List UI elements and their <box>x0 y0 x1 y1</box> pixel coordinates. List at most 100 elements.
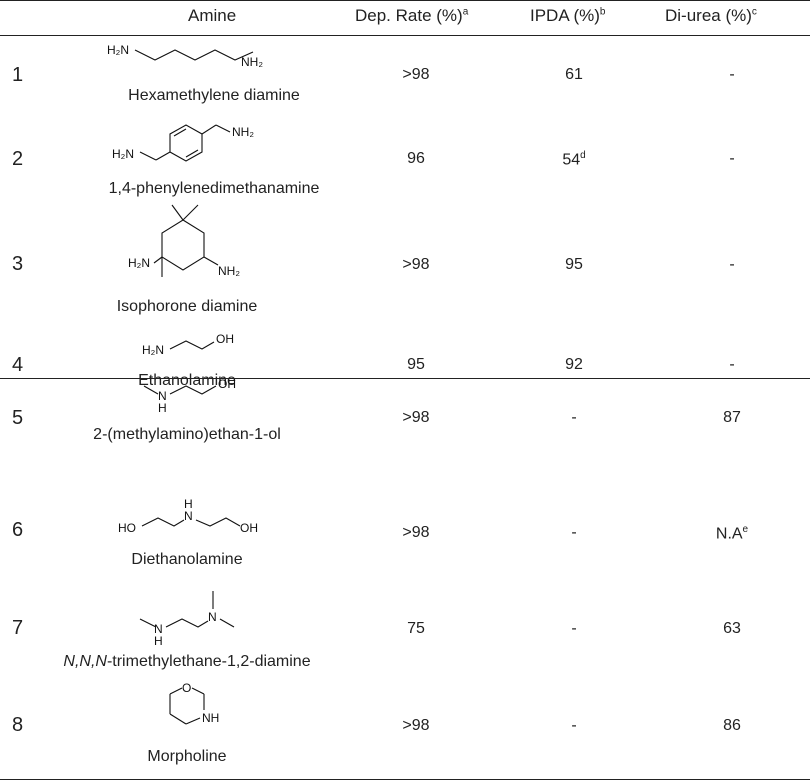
diurea-value: - <box>729 66 735 83</box>
top-rule <box>0 0 810 1</box>
row-index: 1 <box>12 64 24 86</box>
structure-bond <box>169 713 187 725</box>
amine-name: 1,4-phenylenedimethanamine <box>108 180 320 197</box>
structure-bond <box>155 151 171 161</box>
group-rule <box>0 378 810 379</box>
structure-bond <box>141 517 185 527</box>
methylaminoethanol-structure-icon: N H OH <box>143 377 236 415</box>
ipda-value: - <box>571 524 577 541</box>
structure-bond <box>173 128 187 137</box>
structure-label: H₂N <box>142 343 164 357</box>
ipda-value: - <box>571 717 577 734</box>
structure-label: H <box>154 634 163 648</box>
isophorone-diamine-structure-icon: H₂N NH₂ <box>128 204 240 278</box>
dep-rate-value: 95 <box>407 356 425 373</box>
structure-bond <box>191 687 205 695</box>
structure-label: H₂N <box>107 43 129 57</box>
row-index: 5 <box>12 407 24 429</box>
row-index: 7 <box>12 617 24 639</box>
structure-label: HO <box>118 521 136 535</box>
dep-rate-value: >98 <box>402 66 430 83</box>
structure-label: H <box>184 497 193 511</box>
ipda-value: 61 <box>565 66 583 83</box>
structure-label: N <box>158 389 167 403</box>
structure-label: H <box>158 401 167 415</box>
structure-label: H₂N <box>112 147 134 161</box>
structure-label: N <box>208 610 217 624</box>
phenylenedimethanamine-structure-icon: H₂N NH₂ <box>112 124 254 162</box>
ipda-value: 95 <box>565 256 583 273</box>
dep-rate-value: 75 <box>407 620 425 637</box>
structure-label: H₂N <box>128 256 150 270</box>
diurea-value: 87 <box>723 409 741 426</box>
structure-bond <box>203 256 219 266</box>
structure-bond <box>169 385 217 395</box>
diethanolamine-structure-icon: HO N H OH <box>118 497 258 535</box>
structure-label: OH <box>240 521 258 535</box>
structure-label: NH <box>202 711 219 725</box>
structure-label: NH₂ <box>241 55 263 69</box>
amine-name: Ethanolamine <box>138 372 236 389</box>
morpholine-structure-icon: O NH <box>169 681 219 725</box>
ipda-value: - <box>571 620 577 637</box>
diurea-value: - <box>729 256 735 273</box>
structure-bond <box>201 124 217 135</box>
ipda-value: - <box>571 409 577 426</box>
diurea-value: - <box>729 356 735 373</box>
amine-name: Hexamethylene diamine <box>128 87 300 104</box>
structure-bond <box>169 340 215 350</box>
structure-label: N <box>154 622 163 636</box>
dep-rate-value: >98 <box>402 409 430 426</box>
header-ipda: IPDA (%)b <box>530 6 606 25</box>
ethanolamine-structure-icon: H₂N OH <box>142 332 234 357</box>
structure-bond <box>169 687 183 695</box>
structure-bond <box>219 618 235 628</box>
amine-name: Diethanolamine <box>131 551 243 568</box>
ipda-value: 54d <box>562 150 586 169</box>
structure-label: NH₂ <box>232 125 254 139</box>
structure-bond <box>143 385 159 395</box>
row-index: 3 <box>12 253 24 275</box>
structure-bond <box>134 49 254 61</box>
header-diurea: Di-urea (%)c <box>665 6 757 25</box>
amine-name: Morpholine <box>147 748 227 765</box>
row-index: 6 <box>12 519 24 541</box>
row-index: 8 <box>12 714 24 736</box>
header-amine: Amine <box>188 6 237 25</box>
structure-bond <box>169 124 203 162</box>
diurea-value: - <box>729 150 735 167</box>
structure-label: NH₂ <box>218 264 240 278</box>
row-index: 2 <box>12 148 24 170</box>
structure-label: N <box>184 509 193 523</box>
structure-bond <box>139 618 157 628</box>
ipda-value: 92 <box>565 356 583 373</box>
dep-rate-value: 96 <box>407 150 425 167</box>
diurea-value: 86 <box>723 717 741 734</box>
dep-rate-value: >98 <box>402 524 430 541</box>
structure-bond <box>195 517 241 527</box>
dep-rate-value: >98 <box>402 256 430 273</box>
header-dep-rate: Dep. Rate (%)a <box>355 6 469 25</box>
amine-name: Isophorone diamine <box>116 298 258 315</box>
diurea-value: 63 <box>723 620 741 637</box>
header-rule <box>0 35 810 36</box>
row-index: 4 <box>12 354 24 376</box>
structure-bond <box>171 204 184 221</box>
amine-name: N,N,N-trimethylethane-1,2-diamine <box>63 653 311 670</box>
structure-label: OH <box>218 377 236 391</box>
structure-bond <box>215 124 231 133</box>
bottom-rule <box>0 779 810 780</box>
structure-bond <box>153 256 163 264</box>
trimethylethanediamine-structure-icon: N H N <box>139 591 235 648</box>
diurea-value: N.Ae <box>715 524 749 543</box>
dep-rate-value: >98 <box>402 717 430 734</box>
structure-bond <box>139 151 157 161</box>
structure-bond <box>165 618 209 628</box>
structure-bond <box>185 149 199 158</box>
amine-name: 2-(methylamino)ethan-1-ol <box>93 426 281 443</box>
structure-label: OH <box>216 332 234 346</box>
hexamethylene-diamine-structure-icon: H₂N NH₂ <box>107 43 263 69</box>
structure-bond <box>185 717 201 725</box>
structure-bond <box>161 219 205 271</box>
